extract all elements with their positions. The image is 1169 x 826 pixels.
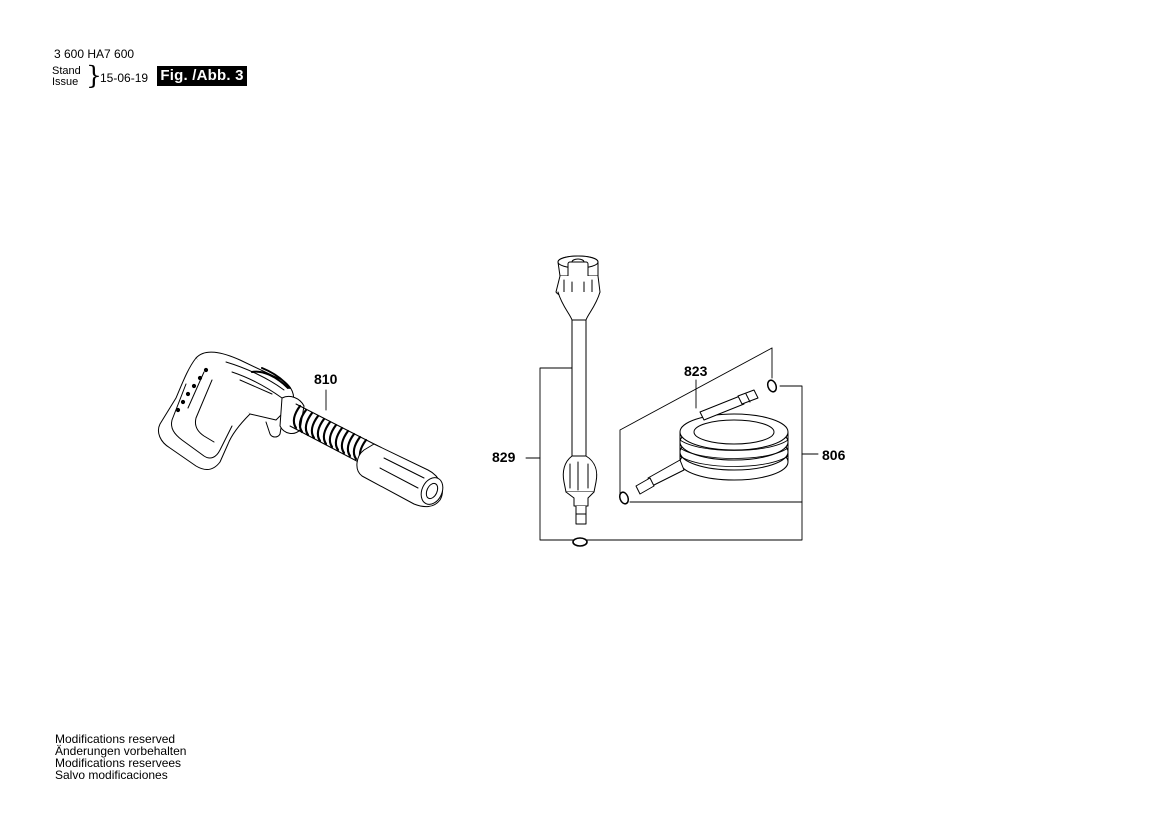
brace-symbol: }	[86, 61, 102, 90]
part-label-829: 829	[492, 449, 516, 465]
spray-gun-icon	[157, 351, 444, 508]
hose-coil-icon	[679, 413, 789, 481]
part-label-810: 810	[314, 371, 338, 387]
stand-label: Stand	[52, 65, 81, 77]
lance-icon	[555, 255, 601, 547]
figure-label: Fig. /Abb. 3	[157, 66, 247, 86]
footer-notice: Modifications reserved Änderungen vorbeh…	[55, 733, 186, 781]
issue-date: 15-06-19	[100, 71, 149, 85]
part-label-823: 823	[684, 363, 708, 379]
footer-line: Änderungen vorbehalten	[55, 744, 187, 758]
stand-issue-label: Stand Issue	[52, 66, 81, 88]
footer-line: Salvo modificaciones	[55, 768, 168, 782]
document-number: 3 600 HA7 600	[54, 47, 135, 61]
issue-label: Issue	[52, 76, 79, 88]
leader-lines	[325, 347, 819, 541]
part-label-806: 806	[822, 447, 846, 463]
hose-connector-icon	[618, 379, 778, 505]
footer-line: Modifications reservees	[55, 756, 182, 770]
footer-line: Modifications reserved	[55, 732, 176, 746]
